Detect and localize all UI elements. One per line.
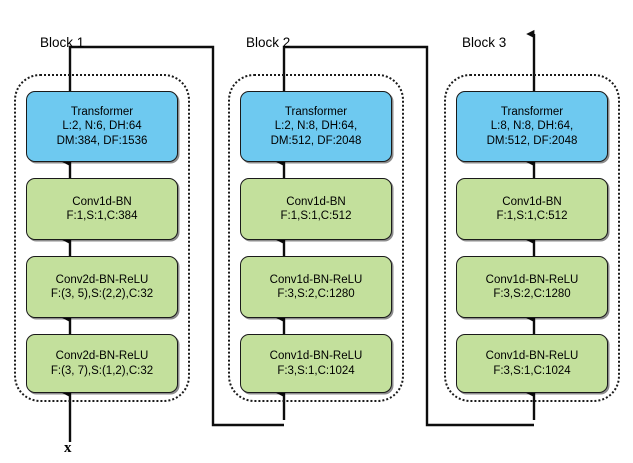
layer-line-2: F:1,S:1,C:512	[496, 210, 568, 222]
block2-layer-conv1d-bn[interactable]: Conv1d-BN F:1,S:1,C:512	[240, 178, 392, 240]
layer-line-2: F:3,S:2,C:1280	[493, 288, 571, 300]
block3-layer-conv1d-bn[interactable]: Conv1d-BN F:1,S:1,C:512	[456, 178, 608, 240]
layer-line-1: Conv2d-BN-ReLU	[55, 273, 149, 286]
layer-line-2: L:2, N:8, DH:64,	[274, 120, 358, 133]
layer-line-1: Conv1d-BN	[286, 195, 346, 208]
block1-layer-conv1d-bn[interactable]: Conv1d-BN F:1,S:1,C:384	[26, 178, 178, 240]
block-title-3: Block 3	[462, 35, 507, 50]
layer-line-2: F:(3, 5),S:(2,2),C:32	[50, 288, 154, 300]
layer-line-1: Transformer	[500, 105, 564, 118]
input-label-x: x	[64, 440, 72, 456]
layer-line-2: F:1,S:1,C:512	[280, 210, 352, 222]
layer-line-2: F:3,S:2,C:1280	[277, 288, 355, 300]
layer-line-1: Transformer	[284, 105, 348, 118]
block3-layer-transformer[interactable]: Transformer L:8, N:8, DH:64, DM:512, DF:…	[456, 91, 608, 162]
block-container-1	[14, 74, 190, 402]
block-container-2	[228, 74, 404, 402]
layer-line-3: DM:384, DF:1536	[56, 134, 148, 147]
block2-layer-transformer[interactable]: Transformer L:2, N:8, DH:64, DM:512, DF:…	[240, 91, 392, 162]
block2-layer-conv1d-bn-relu-2[interactable]: Conv1d-BN-ReLU F:3,S:2,C:1280	[240, 256, 392, 318]
block1-layer-conv2d-bn-relu-2[interactable]: Conv2d-BN-ReLU F:(3, 5),S:(2,2),C:32	[26, 256, 178, 318]
layer-line-2: L:2, N:6, DH:64	[62, 120, 142, 133]
layer-line-2: F:(3, 7),S:(1,2),C:32	[50, 364, 154, 377]
layer-line-2: F:3,S:1,C:1024	[493, 364, 571, 377]
block2-layer-conv1d-bn-relu-1[interactable]: Conv1d-BN-ReLU F:3,S:1,C:1024	[240, 334, 392, 393]
block-container-3	[444, 74, 620, 402]
block1-layer-transformer[interactable]: Transformer L:2, N:6, DH:64 DM:384, DF:1…	[26, 91, 178, 162]
layer-line-3: DM:512, DF:2048	[270, 134, 362, 147]
block-title-2: Block 2	[246, 35, 291, 50]
layer-line-1: Conv2d-BN-ReLU	[55, 350, 149, 362]
layer-line-2: L:8, N:8, DH:64,	[490, 120, 574, 133]
layer-line-1: Conv1d-BN	[72, 195, 132, 208]
layer-line-1: Conv1d-BN-ReLU	[269, 273, 363, 286]
layer-line-1: Transformer	[70, 105, 134, 118]
block3-layer-conv1d-bn-relu-1[interactable]: Conv1d-BN-ReLU F:3,S:1,C:1024	[456, 334, 608, 393]
layer-line-2: F:1,S:1,C:384	[66, 210, 138, 222]
layer-line-3: DM:512, DF:2048	[486, 134, 578, 147]
block-title-1: Block 1	[40, 35, 85, 50]
layer-line-1: Conv1d-BN-ReLU	[269, 350, 363, 362]
layer-line-2: F:3,S:1,C:1024	[277, 364, 355, 377]
block3-layer-conv1d-bn-relu-2[interactable]: Conv1d-BN-ReLU F:3,S:2,C:1280	[456, 256, 608, 318]
layer-line-1: Conv1d-BN-ReLU	[485, 273, 579, 286]
block1-layer-conv2d-bn-relu-1[interactable]: Conv2d-BN-ReLU F:(3, 7),S:(1,2),C:32	[26, 334, 178, 393]
layer-line-1: Conv1d-BN-ReLU	[485, 350, 579, 362]
layer-line-1: Conv1d-BN	[502, 195, 562, 208]
